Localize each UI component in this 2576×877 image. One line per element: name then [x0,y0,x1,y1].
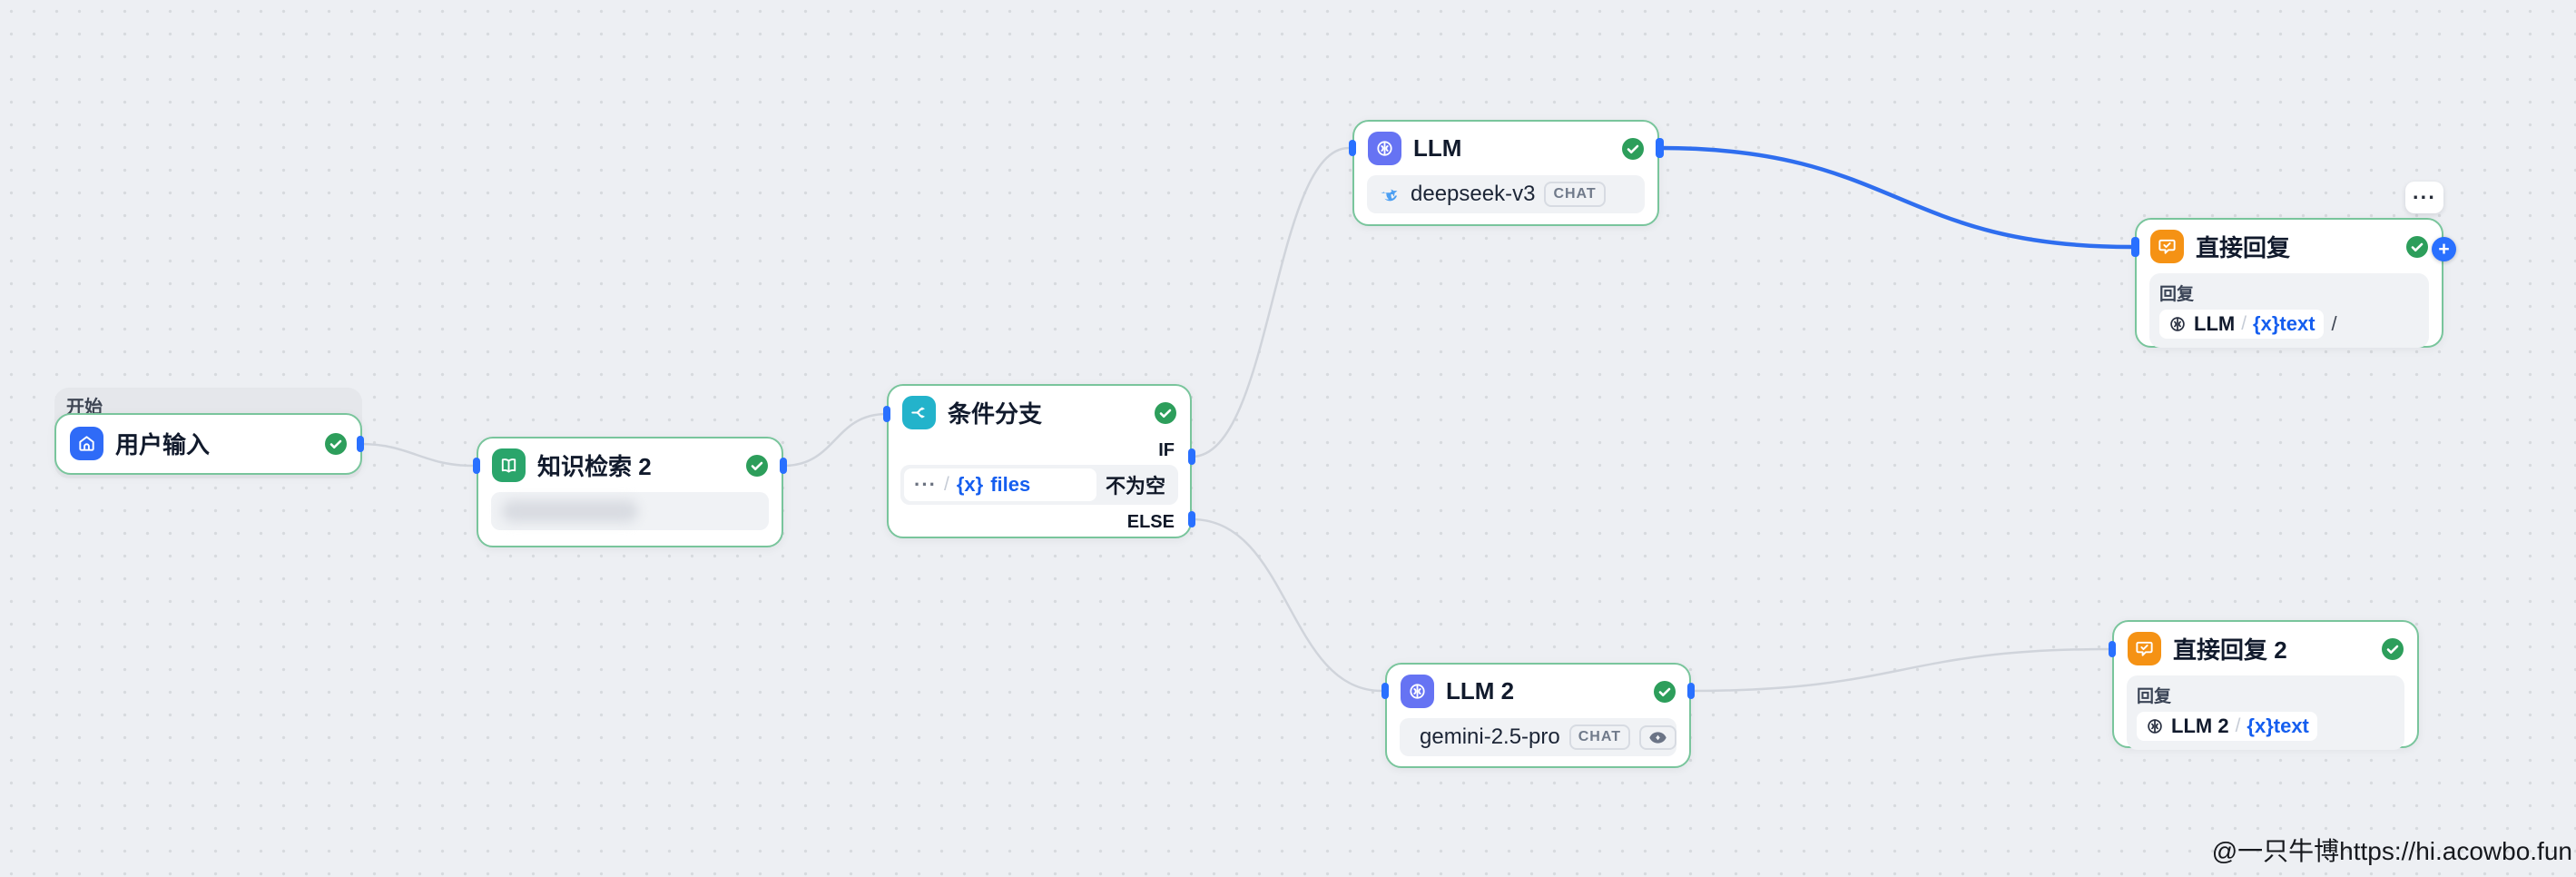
input-handle-knowledge[interactable] [473,458,480,474]
ellipsis-icon: ··· [914,473,937,496]
node-title: 直接回复 2 [2173,636,2287,664]
check-circle-icon [2406,235,2428,258]
node-llm-2[interactable]: LLM 2 gemini-2.5-pro CHAT [1385,663,1691,768]
start-group-label: 开始 [66,398,103,418]
model-name: deepseek-v3 [1411,182,1536,206]
reply-section-label: 回复 [2159,285,2195,304]
node-direct-reply-2[interactable]: 直接回复 2 回复 LLM 2 / {x}text [2112,620,2419,750]
ref-variable: {x}text [2247,714,2309,737]
condition-variable-pill[interactable]: ··· / {x} files [904,468,1096,501]
output-handle-knowledge[interactable] [780,458,787,474]
node-llm[interactable]: LLM deepseek-v3 CHAT [1352,120,1659,226]
reply-panel: 回复 LLM / {x}text / [2149,273,2429,348]
model-name: gemini-2.5-pro [1420,724,1560,749]
check-circle-icon [2382,637,2404,660]
path-separator: / [943,474,949,495]
chat-check-icon [2128,632,2161,665]
check-circle-icon [1622,137,1644,160]
edge-if-to-llm[interactable] [1190,146,1351,458]
ref-node-name: LLM [2194,312,2236,335]
variable-name: files [990,473,1031,496]
edge-start-to-knowledge[interactable] [359,442,475,468]
condition-operator: 不为空 [1105,475,1165,498]
brain-circle-icon [1401,675,1434,708]
path-separator: / [2235,715,2241,736]
chat-check-icon [2150,230,2184,263]
edge-knowledge-to-condition[interactable] [782,412,889,468]
watermark-text: @一只牛博https://hi.acowbo.fun [2211,837,2572,865]
node-condition-branch[interactable]: 条件分支 IF ··· / {x} files 不为空 ELSE [887,384,1192,538]
check-circle-icon [325,432,347,455]
edge-llm-to-reply[interactable] [1657,145,2134,250]
variable-reference-pill[interactable]: LLM 2 / {x}text [2137,712,2317,741]
output-handle-llm-2[interactable] [1687,683,1695,699]
ref-node-name: LLM 2 [2171,714,2229,737]
path-separator: / [2241,313,2247,334]
model-mode-badge: CHAT [1568,724,1630,750]
eye-icon [1649,731,1667,744]
add-next-node-button[interactable]: + [2432,237,2456,261]
if-branch-label: IF [1158,440,1175,460]
edge-llm2-to-reply2[interactable] [1689,647,2110,693]
model-selector[interactable]: deepseek-v3 CHAT [1367,175,1645,213]
output-handle-else[interactable] [1188,511,1195,527]
node-title: LLM 2 [1446,677,1515,705]
brain-circle-icon [1368,132,1401,165]
reply-panel: 回复 LLM 2 / {x}text [2127,675,2404,750]
knowledge-base-reference[interactable] [491,492,769,530]
variable-braces-icon: {x} [956,473,984,496]
node-more-options-button[interactable]: ··· [2405,182,2443,213]
blurred-knowledge-name [502,500,638,522]
branch-icon [902,396,936,429]
variable-reference-pill[interactable]: LLM / {x}text [2159,310,2324,339]
condition-row[interactable]: ··· / {x} files 不为空 [900,465,1178,505]
node-title: 直接回复 [2196,234,2291,261]
output-handle-if[interactable] [1188,448,1195,465]
output-handle-llm[interactable] [1656,138,1664,158]
vision-capability-badge [1638,724,1676,750]
node-title: LLM [1413,134,1462,162]
node-knowledge-retrieval[interactable]: 知识检索 2 [477,437,783,547]
input-handle-condition[interactable] [883,406,890,422]
cursor-slash: / [2331,312,2337,335]
home-icon [70,427,103,460]
node-title: 知识检索 2 [537,453,652,480]
input-handle-llm-2[interactable] [1381,683,1389,699]
check-circle-icon [1155,401,1176,424]
edge-else-to-llm2[interactable] [1190,517,1383,693]
node-direct-reply[interactable]: 直接回复 回复 LLM / {x}text [2135,218,2443,348]
brain-circle-icon [2170,317,2185,331]
check-circle-icon [1654,680,1676,703]
output-handle-user-input[interactable] [357,436,364,452]
check-circle-icon [746,454,768,477]
brain-circle-icon [2148,719,2162,734]
model-selector[interactable]: gemini-2.5-pro CHAT [1400,718,1676,756]
node-title: 用户输入 [115,431,211,458]
model-mode-badge: CHAT [1544,182,1606,207]
else-branch-label: ELSE [1126,512,1175,532]
whale-icon [1381,189,1398,202]
node-title: 条件分支 [948,400,1043,428]
input-handle-direct-reply[interactable] [2131,237,2139,257]
node-user-input[interactable]: 用户输入 [54,413,362,475]
input-handle-llm[interactable] [1349,140,1356,156]
reply-section-label: 回复 [2137,687,2172,706]
ref-variable: {x}text [2253,312,2315,335]
input-handle-direct-reply-2[interactable] [2109,641,2116,657]
book-icon [492,448,526,482]
